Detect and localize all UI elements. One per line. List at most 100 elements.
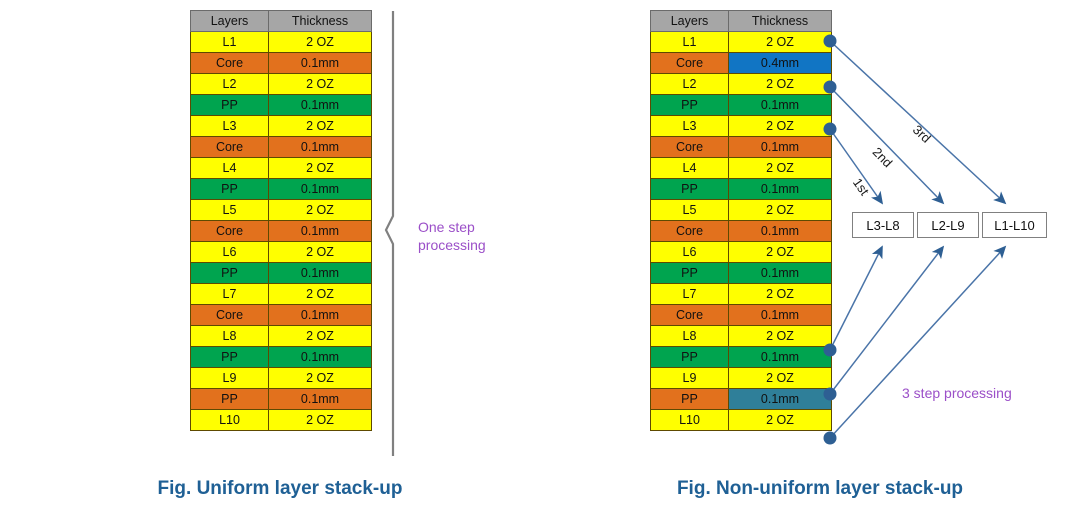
column-header-thickness: Thickness (268, 10, 372, 32)
layer-thickness-cell: 0.1mm (728, 220, 832, 242)
layer-name-cell: L8 (650, 325, 729, 347)
layer-name-cell: PP (190, 388, 269, 410)
arrow-l10-to-box (829, 245, 1007, 439)
layer-name-cell: L1 (650, 31, 729, 53)
layer-name-cell: L6 (190, 241, 269, 263)
layer-name-cell: PP (650, 94, 729, 116)
column-header-layers: Layers (650, 10, 729, 32)
layer-thickness-cell: 2 OZ (728, 367, 832, 389)
layer-thickness-cell: 0.1mm (728, 94, 832, 116)
layer-thickness-cell: 0.1mm (268, 262, 372, 284)
layer-thickness-cell: 0.1mm (268, 52, 372, 74)
layer-thickness-cell: 2 OZ (268, 73, 372, 95)
layer-thickness-cell: 2 OZ (728, 73, 832, 95)
layer-thickness-cell: 2 OZ (728, 157, 832, 179)
layer-name-cell: PP (650, 178, 729, 200)
layer-thickness-cell: 2 OZ (728, 31, 832, 53)
layer-name-cell: L6 (650, 241, 729, 263)
layer-thickness-cell: 0.1mm (268, 136, 372, 158)
layer-thickness-cell: 0.1mm (728, 262, 832, 284)
layer-thickness-cell: 2 OZ (268, 199, 372, 221)
layer-thickness-cell: 0.1mm (268, 94, 372, 116)
layer-name-cell: Core (190, 220, 269, 242)
one-step-processing-note: One step processing (418, 219, 486, 253)
layer-name-cell: L2 (650, 73, 729, 95)
column-header-thickness: Thickness (728, 10, 832, 32)
layer-thickness-cell: 0.1mm (728, 346, 832, 368)
layer-name-cell: L1 (190, 31, 269, 53)
layer-name-cell: L7 (190, 283, 269, 305)
layer-thickness-cell: 0.1mm (728, 388, 832, 410)
arrow-l9-to-box (829, 245, 945, 395)
three-step-processing-note: 3 step processing (902, 385, 1012, 401)
layer-name-cell: Core (650, 220, 729, 242)
layer-thickness-cell: 0.1mm (268, 304, 372, 326)
layer-thickness-cell: 0.1mm (728, 304, 832, 326)
layer-thickness-cell: 0.1mm (268, 346, 372, 368)
layer-name-cell: L9 (190, 367, 269, 389)
layer-thickness-cell: 2 OZ (728, 409, 832, 431)
group-box-l3-l8[interactable]: L3-L8 (852, 212, 914, 238)
table-header-row: Layers Thickness (190, 10, 372, 32)
layer-name-cell: L10 (190, 409, 269, 431)
layer-thickness-cell: 0.1mm (268, 220, 372, 242)
non-uniform-stackup-caption: Fig. Non-uniform layer stack-up (676, 478, 964, 499)
layer-thickness-cell: 2 OZ (268, 115, 372, 137)
layer-thickness-cell: 2 OZ (268, 241, 372, 263)
arrow-2nd (829, 86, 945, 205)
layer-thickness-cell: 2 OZ (268, 31, 372, 53)
layer-thickness-cell: 2 OZ (728, 199, 832, 221)
layer-thickness-cell: 2 OZ (728, 283, 832, 305)
layer-thickness-cell: 0.1mm (728, 178, 832, 200)
step-label-2nd: 2nd (869, 144, 896, 171)
uniform-stackup-caption: Fig. Uniform layer stack-up (157, 478, 403, 499)
column-header-layers: Layers (190, 10, 269, 32)
layer-name-cell: L4 (650, 157, 729, 179)
layer-name-cell: PP (190, 178, 269, 200)
group-box-l2-l9[interactable]: L2-L9 (917, 212, 979, 238)
layer-thickness-cell: 2 OZ (728, 241, 832, 263)
layer-name-cell: Core (650, 136, 729, 158)
layer-name-cell: L5 (190, 199, 269, 221)
layer-thickness-cell: 2 OZ (728, 115, 832, 137)
layer-thickness-cell: 2 OZ (268, 367, 372, 389)
group-box-l1-l10[interactable]: L1-L10 (982, 212, 1047, 238)
layer-thickness-cell: 2 OZ (268, 283, 372, 305)
layer-name-cell: Core (190, 304, 269, 326)
layer-name-cell: PP (190, 262, 269, 284)
layer-name-cell: L5 (650, 199, 729, 221)
layer-name-cell: PP (190, 346, 269, 368)
layer-name-cell: PP (650, 346, 729, 368)
dot-l10 (823, 431, 837, 445)
layer-name-cell: Core (190, 52, 269, 74)
step-label-1st: 1st (849, 175, 873, 199)
